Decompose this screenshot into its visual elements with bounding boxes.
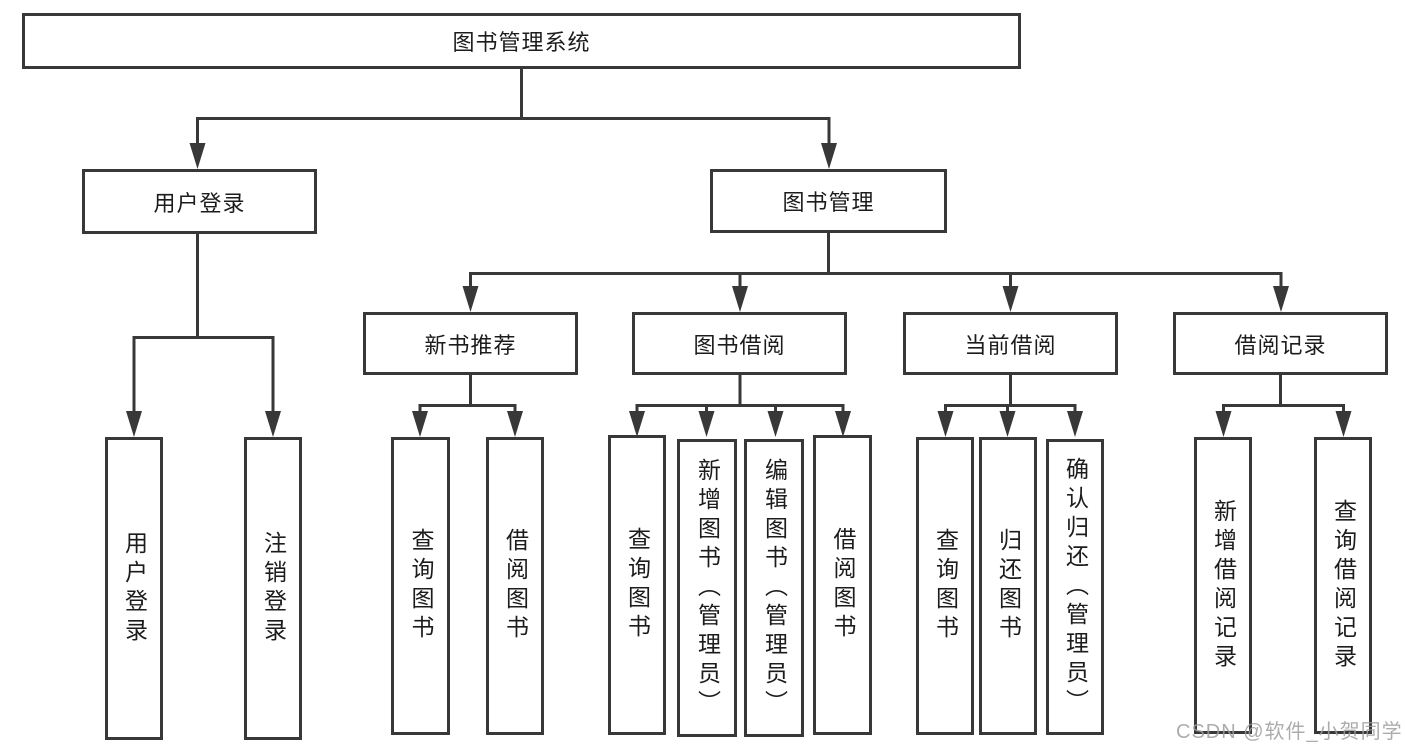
leaf-query-books-current: 查询图书 xyxy=(916,437,974,735)
leaf-add-borrow-record: 新增借阅记录 xyxy=(1194,437,1252,734)
leaf-add-books-admin: 新增图书（管理员） xyxy=(677,439,737,737)
leaf-logout: 注销登录 xyxy=(244,437,302,740)
node-library-system: 图书管理系统 xyxy=(22,13,1021,69)
leaf-confirm-return-admin: 确认归还（管理员） xyxy=(1046,439,1104,735)
node-current-borrowing: 当前借阅 xyxy=(903,312,1118,375)
leaf-edit-books-admin: 编辑图书（管理员） xyxy=(744,439,804,737)
node-book-management: 图书管理 xyxy=(710,169,947,233)
leaf-user-login: 用户登录 xyxy=(105,437,163,740)
arrowheads xyxy=(126,143,1352,437)
leaf-query-books-recommend: 查询图书 xyxy=(391,437,450,735)
leaf-query-borrow-record: 查询借阅记录 xyxy=(1314,437,1372,734)
leaf-borrow-books-borrowing: 借阅图书 xyxy=(813,435,872,735)
leaf-return-books: 归还图书 xyxy=(979,437,1037,735)
watermark: CSDN @软件_小贺同学 xyxy=(1176,721,1403,743)
node-new-book-recommend: 新书推荐 xyxy=(363,312,578,375)
node-user-login: 用户登录 xyxy=(82,169,317,234)
node-borrowing-records: 借阅记录 xyxy=(1173,312,1388,375)
leaf-borrow-books-recommend: 借阅图书 xyxy=(486,437,544,735)
node-book-borrowing: 图书借阅 xyxy=(632,312,847,375)
leaf-query-books-borrowing: 查询图书 xyxy=(608,435,666,735)
